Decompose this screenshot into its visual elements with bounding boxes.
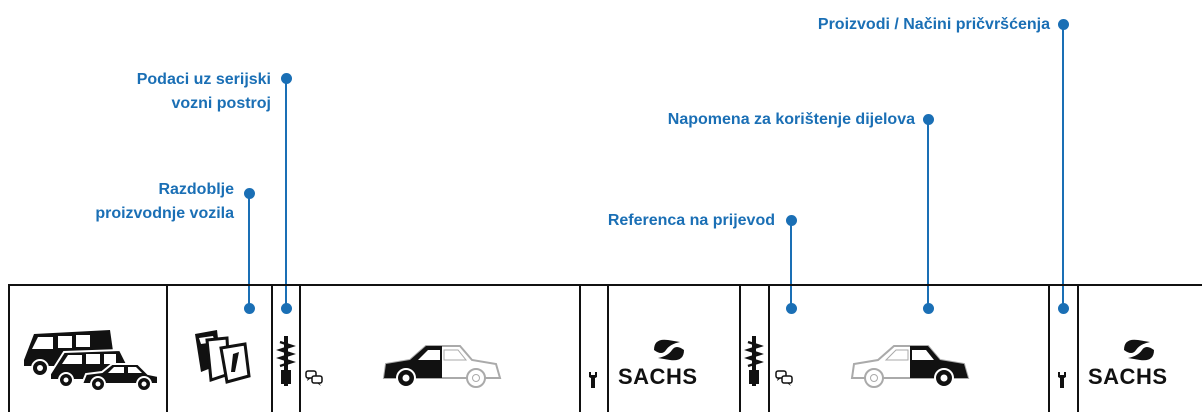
sachs-logo-icon [654,339,684,361]
strip-top-border [8,284,1202,286]
label-products-fastening-text: Proizvodi / Načini pričvršćenja [817,16,1050,33]
leader-line-standard-chassis [285,78,287,309]
speech-bubbles-icon [305,370,323,386]
wrench-icon-2 [1058,372,1066,388]
label-standard-chassis-line2: vozni postroj [171,95,271,112]
strip-left-border [8,284,10,412]
strip-divider-6 [739,284,741,412]
leader-line-production-period [248,193,250,309]
strip-divider-5 [607,284,609,412]
label-standard-chassis-line1: Podaci uz serijski [136,71,271,88]
spring-damper-icon [276,336,296,386]
label-production-period-line1: Razdoblje [158,181,234,198]
label-standard-chassis: Podaci uz serijski vozni postroj [40,68,271,116]
vehicle-types-icon [24,330,159,392]
wrench-icon [589,372,597,388]
label-production-period: Razdoblje proizvodnje vozila [20,178,234,226]
sachs-logo-icon-2 [1124,339,1154,361]
leader-line-translation-reference [790,220,792,309]
car-rear-axle-icon [850,345,970,388]
sachs-brand-text-2: SACHS [1088,364,1168,389]
strip-divider-9 [1077,284,1079,412]
strip-divider-1 [166,284,168,412]
strip-divider-4 [579,284,581,412]
strip-divider-7 [768,284,770,412]
strip-divider-3 [299,284,301,412]
sachs-brand-text: SACHS [618,364,698,389]
label-translation-reference: Referenca na prijevod [500,209,775,233]
callout-dot-products-fastening-end [1058,303,1069,314]
label-usage-note-text: Napomena za korištenje dijelova [667,111,915,128]
car-front-axle-icon [382,345,502,388]
callout-dot-usage-note-end [923,303,934,314]
label-products-fastening: Proizvodi / Načini pričvršćenja [700,13,1050,37]
speech-bubbles-icon-2 [775,370,793,386]
label-usage-note: Napomena za korištenje dijelova [560,108,915,132]
strip-divider-8 [1048,284,1050,412]
strip-divider-2 [271,284,273,412]
callout-dot-production-period-end [244,303,255,314]
leader-line-usage-note [927,119,929,309]
callout-dot-translation-reference-end [786,303,797,314]
spring-damper-icon-2 [744,336,764,386]
leader-line-products-fastening [1062,24,1064,309]
callout-dot-standard-chassis-end [281,303,292,314]
calendar-pages-icon [195,330,251,384]
label-translation-reference-text: Referenca na prijevod [607,212,775,229]
label-production-period-line2: proizvodnje vozila [95,205,234,222]
